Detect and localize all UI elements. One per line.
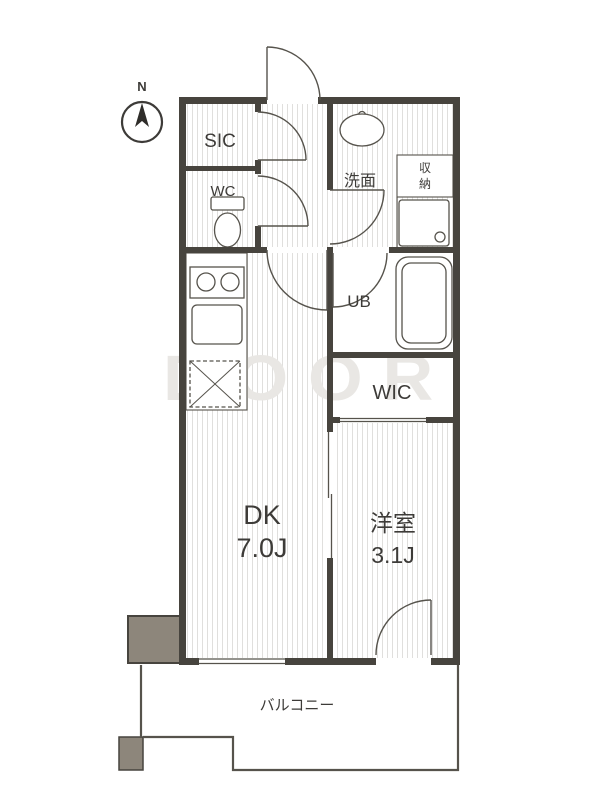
wall-hall-stub [255,104,261,112]
bathtub-inner [401,262,447,344]
dk-label: DK [243,500,281,530]
washbasin-icon [339,113,385,147]
storage-label-bottom: 納 [419,177,431,191]
wall-sic-wc-divider [182,166,255,171]
storage-label-top: 収 [419,161,431,175]
hall-dk-door-arc [266,249,328,311]
kitchen-sink-icon [191,304,243,345]
stove-burner-icon [220,272,240,292]
pillar-bottom-left [127,615,184,664]
wall-hall-stub [255,160,261,174]
stove-burner-icon [196,272,216,292]
washroom-door-arc [329,189,385,245]
pillar-balcony [118,736,144,771]
balcony-outline [139,665,460,772]
balcony-door-arc [375,599,432,656]
fridge-space-cross [189,360,241,408]
floor-western-room [333,423,453,658]
room-labels: SIC WC 洗面 収 納 UB WIC DK 7.0J 洋室 3.1J バルコ… [204,131,431,714]
wic-label: WIC [373,382,412,404]
western-room-size-label: 3.1J [371,542,414,568]
entrance-door-arc [266,46,321,101]
wall-mid-right [389,247,460,253]
compass-circle [120,100,164,144]
wall-hall-stub [255,226,261,250]
balcony-label: バルコニー [260,697,335,714]
doors [257,46,432,656]
wall-left [179,97,186,665]
bath-door-arc [332,252,388,308]
wall-wic-stub [426,417,453,423]
wall-bottom [431,658,460,665]
wall-mid-left [179,247,267,253]
walls [179,97,460,665]
storage-closet-box [396,154,454,198]
dk-size-label: 7.0J [236,533,287,563]
wall-center-top [327,104,333,190]
sic-door-arc [257,111,307,161]
wall-center-bottom [327,558,333,658]
sic-label: SIC [204,131,236,152]
toilet-bowl-icon [213,212,242,248]
compass-needle-icon [135,103,149,127]
unit-bath-label: UB [347,292,371,311]
wall-bottom [179,658,199,665]
compass: N [120,79,164,144]
wall-top-left [179,97,267,104]
toilet-tank-icon [210,196,245,211]
washer-drain-icon [434,231,446,243]
wall-center-mid [327,247,333,432]
openings [199,197,426,665]
western-room-label: 洋室 [370,510,416,536]
wall-wic-stub [327,417,340,423]
pillars [118,615,184,771]
fixtures [185,110,454,411]
wall-top-right [318,97,460,104]
wall-bottom [285,658,376,665]
north-label: N [137,79,146,94]
wall-right [453,97,460,665]
washroom-label: 洗面 [344,172,376,190]
wc-door-arc [257,175,309,227]
wc-label: WC [211,183,236,200]
wall-ub-wic-divider [327,352,453,358]
